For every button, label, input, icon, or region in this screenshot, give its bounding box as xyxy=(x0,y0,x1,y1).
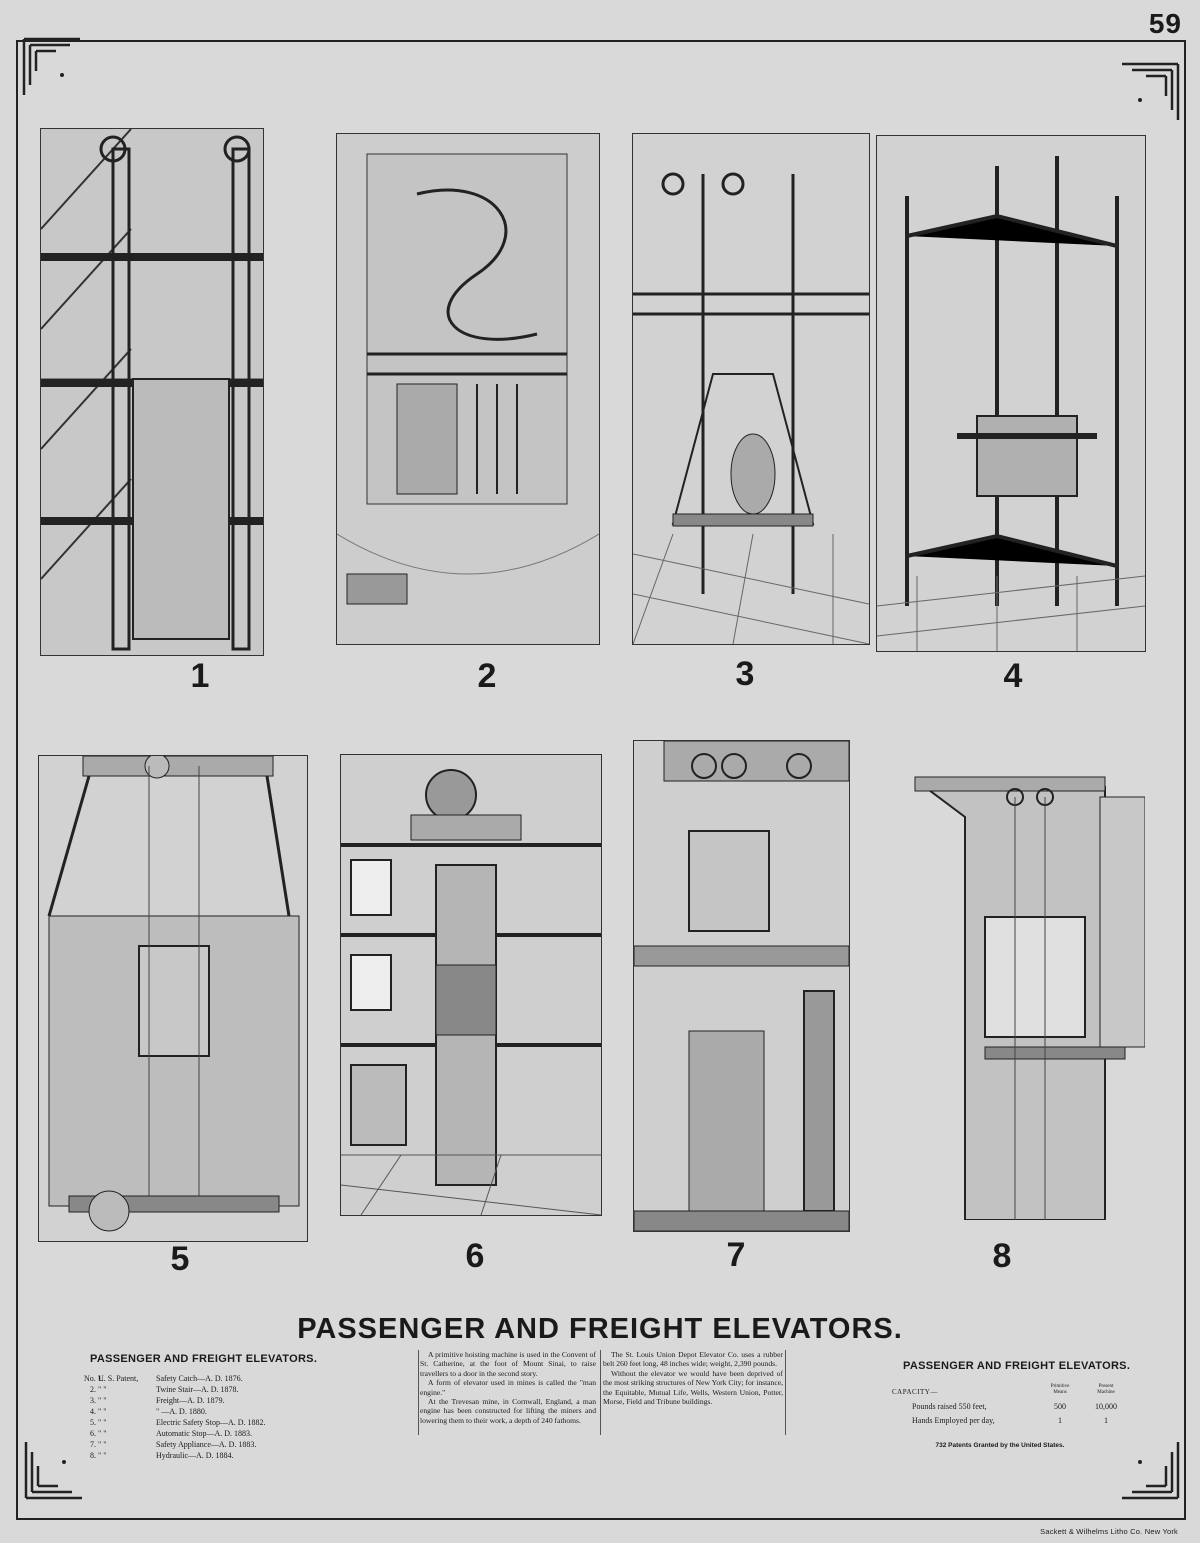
figure-number-8: 8 xyxy=(992,1237,1012,1275)
patent-row: 6. " "Automatic Stop—A. D. 1883. xyxy=(90,1429,252,1438)
elevator-illustration-6 xyxy=(340,754,602,1216)
paragraph: At the Trevesan mine, in Cornwall, Engla… xyxy=(420,1397,596,1425)
primitive-means-header: Primitive Means xyxy=(1050,1384,1070,1395)
corner-ornament-bottom-right xyxy=(1122,1442,1180,1500)
elevator-illustration-3 xyxy=(632,133,870,645)
page-frame xyxy=(16,40,1186,1520)
figure-number-1: 1 xyxy=(190,657,210,695)
row-value: 1 xyxy=(1058,1416,1062,1425)
figure-number-6: 6 xyxy=(465,1237,485,1275)
row-value: 500 xyxy=(1054,1402,1066,1411)
right-column-heading: PASSENGER AND FREIGHT ELEVATORS. xyxy=(903,1360,1131,1372)
capacity-label: CAPACITY— xyxy=(892,1388,938,1396)
left-column-heading: PASSENGER AND FREIGHT ELEVATORS. xyxy=(90,1353,318,1365)
frame-bottom-rule xyxy=(16,1518,1186,1520)
column-rule-middle xyxy=(600,1350,601,1435)
row-value: 1 xyxy=(1104,1416,1108,1425)
present-machine-header: Present Machine xyxy=(1097,1384,1115,1395)
convent-paragraphs: A primitive hoisting machine is used in … xyxy=(420,1350,596,1425)
elevator-illustration-1 xyxy=(40,128,264,656)
figure-number-5: 5 xyxy=(170,1240,190,1278)
figure-number-3: 3 xyxy=(735,655,755,693)
elevator-illustration-7 xyxy=(633,740,850,1232)
corner-ornament-top-right xyxy=(1122,62,1180,120)
patents-granted-note: 732 Patents Granted by the United States… xyxy=(935,1442,1065,1449)
corner-ornament-bottom-left xyxy=(24,1442,82,1500)
patent-row: 2. " "Twine Stair—A. D. 1878. xyxy=(90,1385,239,1394)
elevator-illustration-2 xyxy=(336,133,600,645)
row-label: Hands Employed per day, xyxy=(912,1416,995,1425)
figure-number-2: 2 xyxy=(477,657,497,695)
corner-ornament-top-left xyxy=(22,37,80,95)
paragraph: The St. Louis Union Depot Elevator Co. u… xyxy=(603,1350,783,1369)
figure-number-7: 7 xyxy=(726,1236,746,1274)
column-rule-left xyxy=(418,1350,419,1435)
elevator-illustration-5 xyxy=(38,755,308,1242)
patent-row: 8. " "Hydraulic—A. D. 1884. xyxy=(90,1451,234,1460)
patent-row: 3. " "Freight—A. D. 1879. xyxy=(90,1396,225,1405)
row-value: 10,000 xyxy=(1095,1402,1117,1411)
main-title: PASSENGER AND FREIGHT ELEVATORS. xyxy=(297,1313,903,1345)
depot-paragraphs: The St. Louis Union Depot Elevator Co. u… xyxy=(603,1350,783,1406)
patent-list: No. 1. U. S. Patent,Safety Catch—A. D. 1… xyxy=(84,1373,266,1461)
patent-row: 4. " "" —A. D. 1880. xyxy=(90,1407,207,1416)
column-rule-right xyxy=(785,1350,786,1435)
patent-row: 7. " "Safety Appliance—A. D. 1883. xyxy=(90,1440,257,1449)
page-number: 59 xyxy=(1148,8,1182,39)
figure-number-4: 4 xyxy=(1003,657,1023,695)
patent-row: No. 1. U. S. Patent,Safety Catch—A. D. 1… xyxy=(84,1374,243,1383)
patent-row: 5. " "Electric Safety Stop—A. D. 1882. xyxy=(90,1418,266,1427)
paragraph: A form of elevator used in mines is call… xyxy=(420,1378,596,1397)
frame-top-rule xyxy=(16,40,1186,42)
printer-imprint: Sackett & Wilhelms Litho Co. New York xyxy=(1040,1527,1178,1536)
elevator-illustration-4 xyxy=(876,135,1146,652)
row-label: Pounds raised 550 feet, xyxy=(912,1402,987,1411)
paragraph: Without the elevator we would have been … xyxy=(603,1368,783,1407)
elevator-illustration-8 xyxy=(905,757,1145,1220)
paragraph: A primitive hoisting machine is used in … xyxy=(420,1350,596,1378)
